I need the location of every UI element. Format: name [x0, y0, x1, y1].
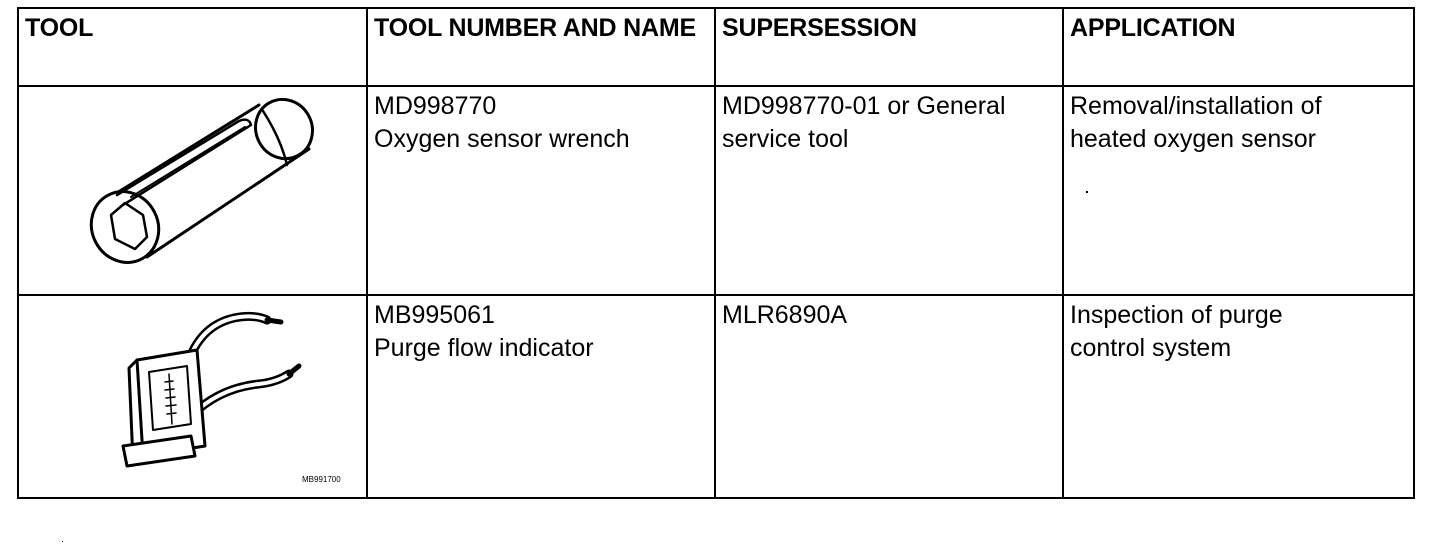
tool-number: MB995061	[374, 301, 495, 329]
supersession-line: MLR6890A	[722, 301, 848, 329]
application-line: heated oxygen sensor	[1070, 125, 1317, 153]
application-line: Inspection of purge	[1070, 301, 1283, 329]
header-tool-number-and-name: TOOL NUMBER AND NAME	[366, 7, 716, 87]
header-tool: TOOL	[17, 7, 368, 87]
application-cell: Inspection of purge control system	[1062, 294, 1415, 499]
supersession-line: MD998770-01 or General	[722, 92, 1006, 120]
stray-mark	[1086, 191, 1088, 193]
special-tools-table: TOOL TOOL NUMBER AND NAME SUPERSESSION A…	[17, 7, 1415, 499]
tool-name: Purge flow indicator	[374, 334, 594, 362]
table-header-row: TOOL TOOL NUMBER AND NAME SUPERSESSION A…	[17, 7, 1415, 87]
tool-image-cell: MB991700	[17, 294, 368, 499]
supersession-cell: MD998770-01 or General service tool	[714, 85, 1064, 296]
supersession-cell: MLR6890A	[714, 294, 1064, 499]
header-supersession: SUPERSESSION	[714, 7, 1064, 87]
oxygen-sensor-wrench-illustration	[89, 97, 314, 264]
tool-number: MD998770	[374, 92, 497, 120]
table-row: MD998770 Oxygen sensor wrench MD998770-0…	[17, 85, 1415, 296]
header-application: APPLICATION	[1062, 7, 1415, 87]
tool-number-and-name-cell: MB995061 Purge flow indicator	[366, 294, 716, 499]
stray-mark	[62, 541, 63, 542]
tool-number-and-name-cell: MD998770 Oxygen sensor wrench	[366, 85, 716, 296]
tool-image-cell	[17, 85, 368, 296]
application-line: Removal/installation of	[1070, 92, 1322, 120]
purge-flow-indicator-illustration	[121, 311, 302, 468]
supersession-line: service tool	[722, 125, 849, 153]
illustration-code: MB991700	[302, 475, 341, 484]
application-line: control system	[1070, 334, 1232, 362]
application-cell: Removal/installation of heated oxygen se…	[1062, 85, 1415, 296]
table-row: MB991700 MB995061 Purge flow indicator M…	[17, 294, 1415, 499]
tool-name: Oxygen sensor wrench	[374, 125, 630, 153]
